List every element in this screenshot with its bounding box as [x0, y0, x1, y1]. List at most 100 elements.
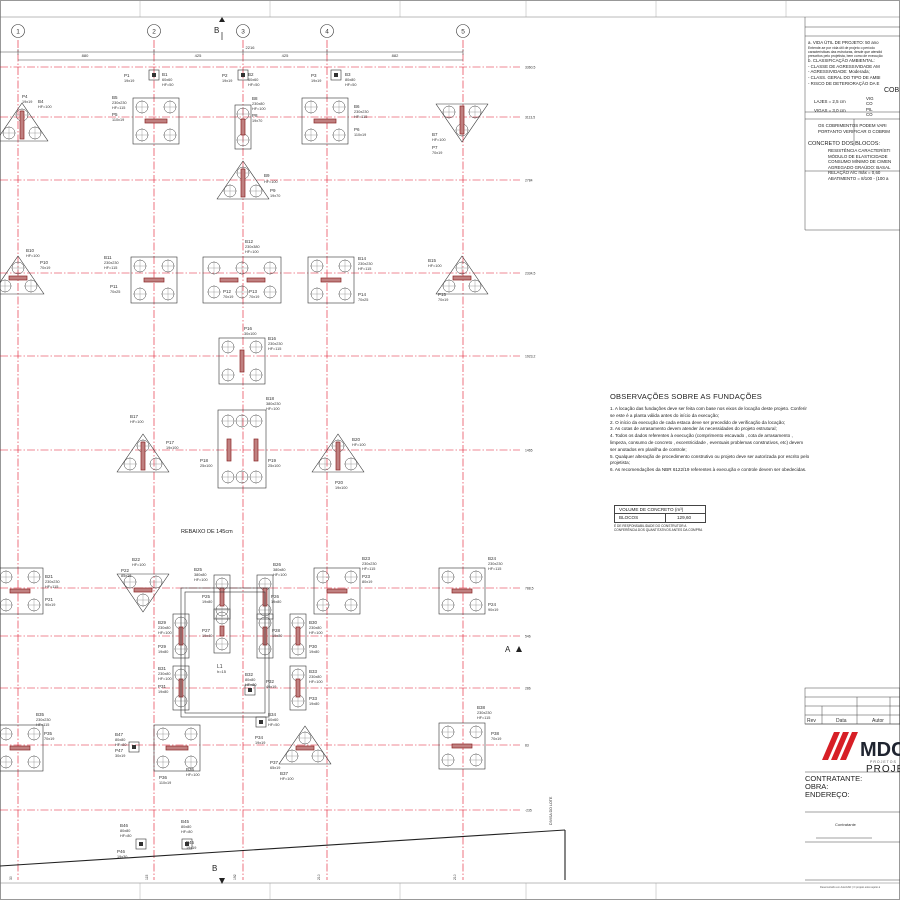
element-label: P1 — [124, 73, 130, 78]
pillar — [451, 588, 473, 594]
element-label: 70x19 — [438, 298, 448, 302]
endereco-field: ENDEREÇO: — [805, 790, 850, 799]
horizontal-axis-lines — [0, 66, 520, 811]
element-label: P3 — [311, 73, 317, 78]
element-label: 70x19 — [40, 266, 50, 270]
spec-line: b. CLASSIFICAÇÃO AMBIENTAL: — [808, 58, 875, 64]
level-label: 83 — [525, 744, 529, 748]
element-label: P6 — [354, 127, 360, 132]
pillar — [253, 438, 259, 462]
small-block — [244, 684, 256, 696]
element-label: B8 — [252, 96, 258, 101]
pile-cap — [301, 97, 349, 145]
dim-3: 425 — [282, 53, 289, 58]
pillar — [295, 678, 301, 698]
volume-header: VOLUME DE CONCRETO (m³) — [619, 507, 684, 512]
element-label: HF=100 — [158, 631, 172, 635]
element-label: 19x80 — [271, 600, 281, 604]
pillar — [246, 277, 266, 283]
element-label: B23 — [362, 556, 371, 561]
element-label: HF=115 — [358, 267, 371, 271]
element-label: HF=115 — [477, 716, 490, 720]
rebaixo-label: REBAIXO DE 145cm — [181, 529, 233, 535]
element-label: 19x80 — [158, 650, 168, 654]
right-panel-frame — [804, 17, 900, 881]
observations-list: 1. A locação das fundações deve ser feit… — [610, 406, 810, 474]
element-label: B4 — [38, 99, 44, 104]
pillar — [226, 438, 232, 462]
divisa-label: DIVISA DO LOTE — [549, 796, 553, 825]
axis-bubble — [11, 24, 25, 38]
element-label: 380x80 — [194, 573, 206, 577]
element-label: P10 — [40, 260, 49, 265]
level-label: 3113,5 — [525, 116, 535, 120]
pillar — [185, 842, 189, 846]
element-label: 230x230 — [268, 342, 283, 346]
level-label: -235 — [525, 809, 532, 813]
svg-text:PROJETOS: PROJETOS — [870, 760, 897, 764]
element-label: 19x80 — [309, 650, 319, 654]
element-label: 19x19 — [222, 79, 232, 83]
element-label: P30 — [309, 644, 318, 649]
element-label: HF=50 — [162, 83, 174, 87]
element-label: P7 — [432, 145, 438, 150]
element-label: P26 — [271, 594, 280, 599]
element-label: 19x80 — [158, 690, 168, 694]
element-label: HF=100 — [264, 180, 278, 184]
element-label: P25 — [202, 594, 211, 599]
element-label: 70x25 — [358, 298, 368, 302]
element-label: 19x70 — [270, 194, 280, 198]
element-label: B36 — [186, 767, 195, 772]
element-label: P46 — [117, 849, 126, 854]
pile-cap — [438, 722, 486, 770]
small-block — [128, 741, 140, 753]
spec-line: - AGRESSIVIDADE: Moderada; — [808, 69, 870, 75]
svg-text:210: 210 — [317, 874, 321, 880]
element-label: 80x80 — [120, 829, 130, 833]
element-label: HF=100 — [194, 578, 208, 582]
element-label: B21 — [45, 574, 54, 579]
element-label: P13 — [249, 289, 258, 294]
observation-item: 4. Todos os dados referentes à execução … — [610, 433, 804, 452]
element-label: B25 — [194, 567, 203, 572]
pile-cap-triangle — [435, 255, 489, 295]
pile-cap-triangle — [311, 433, 365, 473]
element-label: 230x230 — [112, 101, 127, 105]
svg-text:Autor: Autor — [872, 718, 884, 724]
element-label: P31 — [158, 684, 167, 689]
axis-bubble-label: 3 — [241, 29, 245, 36]
element-label: HF=100 — [132, 563, 146, 567]
element-label: B46 — [120, 823, 129, 828]
element-label: HF=115 — [36, 723, 49, 727]
element-label: 230x230 — [354, 110, 369, 114]
element-label: P27 — [202, 628, 211, 633]
small-block — [330, 69, 342, 81]
element-label: P11 — [110, 284, 118, 289]
svg-text:115: 115 — [145, 874, 149, 880]
axis-bubble-label: 4 — [325, 29, 329, 36]
small-block — [135, 838, 147, 850]
cob-note: OS COBRIMENTOS PODEM VARI — [818, 123, 887, 129]
element-label: 19x80 — [309, 702, 319, 706]
element-label: 380x230 — [266, 402, 281, 406]
element-label: B37 — [280, 771, 289, 776]
element-label: P15 — [438, 292, 447, 297]
element-label: HF=115 — [268, 347, 281, 351]
concreto-title: CONCRETO DOS BLOCOS: — [808, 141, 881, 148]
element-label: 40x19 — [266, 685, 276, 689]
svg-text:Data: Data — [836, 718, 847, 724]
element-label: B3 — [345, 72, 351, 77]
cob-lajes: LAJES = 2,5 cm — [814, 99, 846, 105]
element-label: P47 — [115, 748, 124, 753]
element-label: 60x60 — [248, 78, 258, 82]
pillar — [334, 73, 338, 77]
level-label: 3360,5 — [525, 66, 535, 70]
element-label: 230x380 — [245, 245, 260, 249]
pillar — [335, 441, 341, 471]
element-label: 230x230 — [104, 261, 119, 265]
svg-text:Rev: Rev — [807, 718, 816, 724]
element-label: 19x40 — [202, 634, 212, 638]
element-label: B34 — [268, 712, 277, 717]
element-label: 19x19 — [255, 741, 265, 745]
